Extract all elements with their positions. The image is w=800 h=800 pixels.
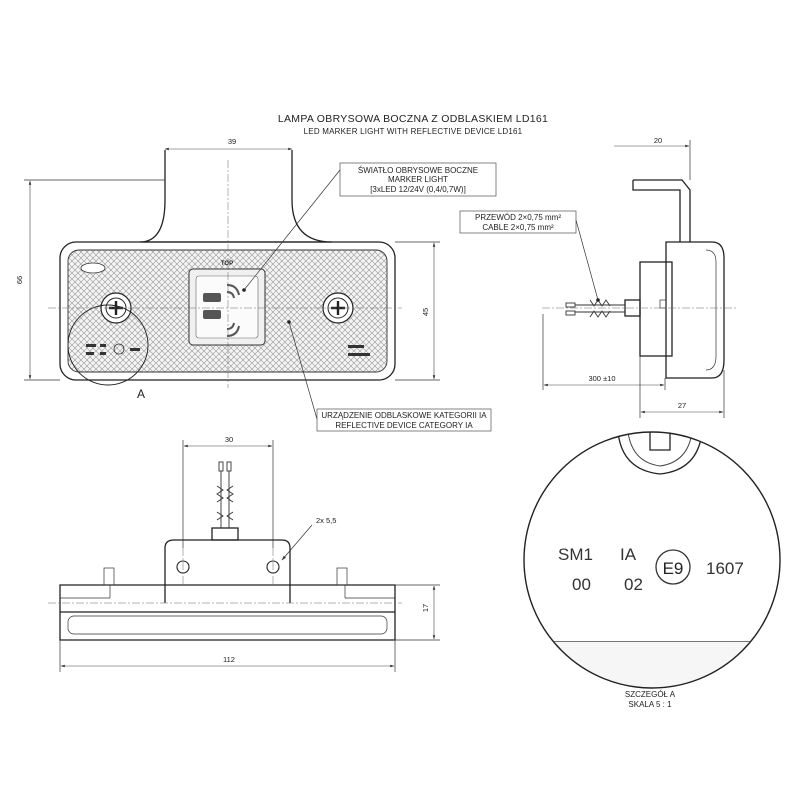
callout-marker-light-1: ŚWIATŁO OBRYSOWE BOCZNE xyxy=(358,166,478,175)
bottom-cable xyxy=(216,461,234,528)
small-marking-left xyxy=(86,343,140,355)
front-view: TOP A 39 xyxy=(15,137,497,432)
detail-a-outline xyxy=(523,431,781,689)
approval-mark: E9 xyxy=(663,559,684,578)
detail-caption-1: SZCZEGÓŁ A xyxy=(625,690,676,699)
marking-sm1: SM1 xyxy=(558,545,593,564)
callout-cable-1: PRZEWÓD 2×0,75 mm² xyxy=(475,213,561,222)
detail-a-view: SM1 IA 00 02 E9 1607 SZCZEGÓŁ A SKALA 5 … xyxy=(523,431,781,709)
side-bracket xyxy=(632,179,691,242)
dim-bottom-holes: 2x 5,5 xyxy=(316,516,336,525)
marking-date-code: 1607 xyxy=(706,559,744,578)
dim-side-cable-length: 300 ±10 xyxy=(588,374,615,383)
detail-caption-2: SKALA 5 : 1 xyxy=(628,700,672,709)
dim-side-depth: 27 xyxy=(678,401,686,410)
detail-screw-fragment xyxy=(617,432,703,475)
title-pl: LAMPA OBRYSOWA BOCZNA Z ODBLASKIEM LD161 xyxy=(278,113,548,125)
top-mark: TOP xyxy=(221,261,233,267)
side-body xyxy=(665,241,725,379)
callout-marker-light-2: MARKER LIGHT xyxy=(388,175,448,184)
marking-00: 00 xyxy=(572,575,591,594)
callout-reflector-box xyxy=(316,408,492,432)
dim-bottom-height: 17 xyxy=(421,604,430,612)
detail-a-ref: A xyxy=(137,387,145,401)
callout-marker-light-box xyxy=(339,162,497,197)
dim-front-top-width: 39 xyxy=(228,137,236,146)
callout-marker-light-3: [3xLED 12/24V (0,4/0,7W)] xyxy=(370,185,466,194)
dim-side-bracket-width: 20 xyxy=(654,136,662,145)
title-en: LED MARKER LIGHT WITH REFLECTIVE DEVICE … xyxy=(304,127,523,136)
side-view: 20 PRZEWÓD 2×0,75 mm² CABLE 2×0,75 mm² 3… xyxy=(459,136,736,418)
led-icon xyxy=(203,284,240,337)
marking-ia: IA xyxy=(620,545,637,564)
dim-front-body-height: 45 xyxy=(421,308,430,316)
bottom-view: 30 2x 5,5 17 112 xyxy=(48,435,440,672)
title-block: LAMPA OBRYSOWA BOCZNA Z ODBLASKIEM LD161… xyxy=(278,113,548,136)
callout-cable-box xyxy=(459,210,577,234)
logo-badge xyxy=(80,262,106,274)
front-body-outer xyxy=(59,241,396,381)
dim-bottom-bracket-width: 30 xyxy=(225,435,233,444)
small-marking-right xyxy=(348,345,370,356)
side-housing xyxy=(639,261,673,357)
side-cable xyxy=(565,299,625,318)
callout-reflector-2: REFLECTIVE DEVICE CATEGORY IA xyxy=(335,421,473,430)
dim-front-height: 66 xyxy=(15,276,24,284)
dim-bottom-length: 112 xyxy=(223,655,235,664)
detail-a-circle xyxy=(67,304,149,386)
front-bracket xyxy=(139,150,333,243)
marking-02: 02 xyxy=(624,575,643,594)
callout-cable-2: CABLE 2×0,75 mm² xyxy=(482,223,554,232)
approval-mark-circle xyxy=(655,549,691,585)
callout-reflector-1: URZĄDZENIE ODBLASKOWE KATEGORII IA xyxy=(321,411,487,420)
